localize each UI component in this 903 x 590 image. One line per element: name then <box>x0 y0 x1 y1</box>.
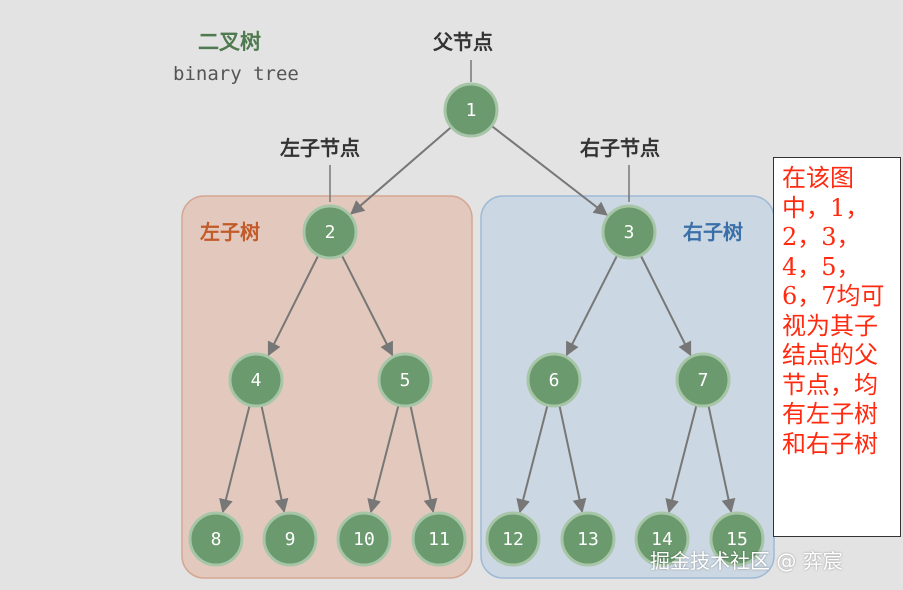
tree-node-3: 3 <box>601 204 657 260</box>
edge-2-5 <box>340 254 394 357</box>
tree-node-15: 15 <box>709 511 765 567</box>
node-label: 11 <box>428 529 450 550</box>
edge-4-8 <box>219 404 251 514</box>
node-label: 15 <box>726 529 748 550</box>
label-right-child-node: 右子节点 <box>580 136 660 160</box>
edge-7-15 <box>707 405 736 513</box>
edge-1-2 <box>350 126 452 215</box>
node-circle <box>485 511 541 567</box>
tree-node-14: 14 <box>634 511 690 567</box>
label-left-child-node: 左子节点 <box>280 136 360 160</box>
tree-node-11: 11 <box>411 511 467 567</box>
node-circle <box>302 204 358 260</box>
node-label: 5 <box>400 370 411 391</box>
tree-node-6: 6 <box>526 352 582 408</box>
node-circle <box>188 511 244 567</box>
edge-3-6 <box>565 254 619 357</box>
node-circle <box>336 511 392 567</box>
node-circle <box>634 511 690 567</box>
node-label: 13 <box>577 529 599 550</box>
title-cn: 二叉树 <box>198 30 261 54</box>
node-circle <box>709 511 765 567</box>
node-label: 14 <box>651 529 673 550</box>
note-box: 在该图中，1，2，3，4，5，6，7均可视为其子结点的父节点，均有左子树和右子树 <box>773 157 901 537</box>
node-label: 6 <box>549 370 560 391</box>
node-label: 7 <box>698 370 709 391</box>
node-circle <box>228 352 284 408</box>
tree-node-2: 2 <box>302 204 358 260</box>
left-subtree-box <box>181 195 473 579</box>
title-en: binary tree <box>173 63 299 85</box>
label-right-subtree: 右子树 <box>683 220 743 244</box>
tree-node-7: 7 <box>675 352 731 408</box>
node-label: 12 <box>502 529 524 550</box>
node-circle <box>526 352 582 408</box>
edge-2-4 <box>267 254 320 357</box>
tree-node-13: 13 <box>560 511 616 567</box>
node-label: 3 <box>624 222 635 243</box>
edge-1-3 <box>490 125 608 216</box>
node-label: 8 <box>211 529 222 550</box>
tree-node-1: 1 <box>443 82 499 138</box>
node-circle <box>262 511 318 567</box>
edge-6-13 <box>558 405 587 513</box>
node-circle <box>675 352 731 408</box>
node-label: 2 <box>325 222 336 243</box>
edge-5-11 <box>409 405 438 513</box>
tree-node-10: 10 <box>336 511 392 567</box>
node-label: 9 <box>285 529 296 550</box>
edges <box>219 125 736 514</box>
node-circle <box>601 204 657 260</box>
tree-node-4: 4 <box>228 352 284 408</box>
node-label: 10 <box>353 529 375 550</box>
node-label: 4 <box>251 370 262 391</box>
label-parent-node: 父节点 <box>433 30 493 54</box>
node-circle <box>443 82 499 138</box>
label-left-subtree: 左子树 <box>200 220 260 244</box>
tree-node-12: 12 <box>485 511 541 567</box>
tree-node-8: 8 <box>188 511 244 567</box>
edge-5-10 <box>367 404 400 514</box>
node-circle <box>560 511 616 567</box>
tree-node-9: 9 <box>262 511 318 567</box>
watermark: 掘金技术社区 @ 弈宸 <box>650 549 843 573</box>
node-label: 1 <box>466 100 477 121</box>
node-circle <box>411 511 467 567</box>
node-circle <box>377 352 433 408</box>
edge-4-9 <box>260 405 289 513</box>
tree-node-5: 5 <box>377 352 433 408</box>
edge-6-12 <box>516 404 549 514</box>
edge-7-14 <box>665 404 698 514</box>
edge-3-7 <box>639 254 692 357</box>
